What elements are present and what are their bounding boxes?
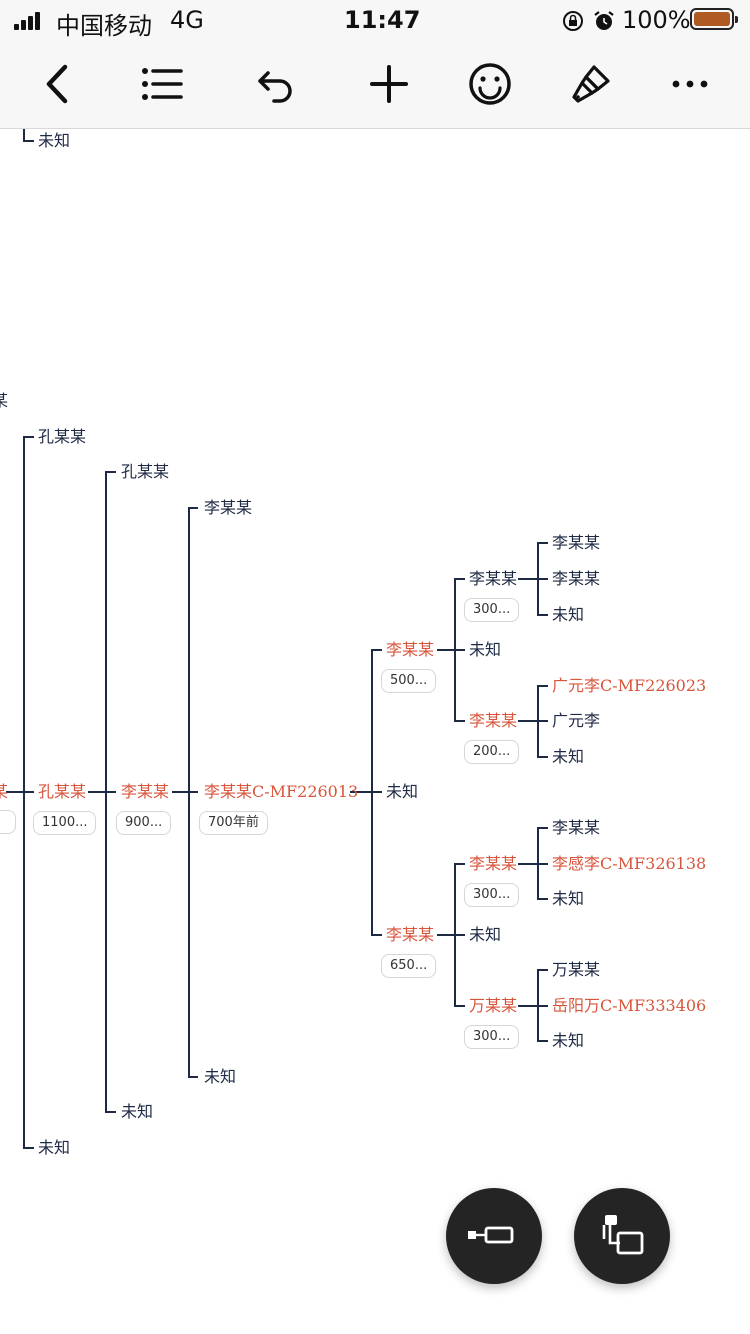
tree-node-partial[interactable]: 某 [0,782,9,801]
tree-node[interactable]: 未知 [121,1102,154,1121]
layout-horizontal-icon [468,1226,514,1244]
tree-node[interactable]: 李某某 [552,569,601,588]
tree-connectors [6,129,548,1149]
age-badge: 650... [381,954,437,978]
tree-node-selected[interactable]: 李感李C-MF326138 [552,854,707,873]
tree-node[interactable]: 未知 [552,1031,585,1050]
tree-node[interactable]: 未知 [552,747,585,766]
age-badge-partial [0,810,16,834]
more-icon [672,80,708,88]
tree-node[interactable]: 李某某 [552,533,601,552]
age-badge: 700年前 [199,811,268,835]
alarm-icon [594,11,614,30]
undo-icon [258,71,292,103]
rotation-lock-icon [563,11,583,31]
layout-horizontal-button[interactable] [446,1188,542,1284]
tree-node-selected[interactable]: 李某某 [386,640,435,659]
tree-node-partial[interactable]: 某 [0,391,9,410]
age-badge: 300... [464,883,520,907]
age-badge: 500... [381,669,437,693]
network-label: 4G [170,6,204,34]
back-icon [46,64,68,104]
paint-brush-icon [572,65,610,103]
tree-node-selected[interactable]: 李某某 [469,854,518,873]
tree-node[interactable]: 未知 [552,605,585,624]
style-button[interactable] [561,54,621,114]
tree-node-selected[interactable]: 李某某C-MF226013 [204,782,359,801]
add-node-button[interactable] [359,54,419,114]
tree-node-selected[interactable]: 万某某 [469,996,518,1015]
tree-node[interactable]: 未知 [386,782,419,801]
tree-node[interactable]: 未知 [38,1138,71,1157]
tree-node-selected[interactable]: 广元李C-MF226023 [552,676,707,695]
tree-node-selected[interactable]: 岳阳万C-MF333406 [552,996,707,1015]
tree-node[interactable]: 未知 [552,889,585,908]
tree-node[interactable]: 未知 [469,640,502,659]
emoji-icon [469,63,511,105]
tree-node-selected[interactable]: 李某某 [469,711,518,730]
outline-button[interactable] [132,54,192,114]
tree-node[interactable]: 万某某 [552,960,601,979]
battery-percent: 100% [622,6,691,34]
tree-node-selected[interactable]: 李某某 [386,925,435,944]
add-icon [370,65,408,103]
signal-icon [14,12,42,30]
status-bar: 中国移动 4G 11:47 100% [0,0,750,40]
clock: 11:47 [344,6,421,34]
layout-vertical-button[interactable] [574,1188,670,1284]
battery-icon [690,8,738,30]
back-button[interactable] [30,54,90,114]
tree-node[interactable]: 广元李 [552,711,601,730]
age-badge: 300... [464,1025,520,1049]
layout-vertical-icon [602,1215,644,1255]
tree-node[interactable]: 李某某 [204,498,253,517]
age-badge: 200... [464,740,520,764]
tree-node[interactable]: 未知 [38,131,71,150]
tree-node[interactable]: 李某某 [469,569,518,588]
tree-node[interactable]: 未知 [204,1067,237,1086]
age-badge: 300... [464,598,520,622]
carrier-label: 中国移动 [56,12,152,40]
tree-node[interactable]: 未知 [469,925,502,944]
list-icon [142,68,183,100]
tree-node-selected[interactable]: 孔某某 [38,782,87,801]
age-badge: 900... [116,811,172,835]
mind-map-canvas[interactable]: 未知 某 某 孔某某 孔某某 1100... 未知 孔某某 李某某 900...… [0,129,750,1334]
tree-node[interactable]: 孔某某 [121,462,170,481]
tree-node-selected[interactable]: 李某某 [121,782,170,801]
emoji-button[interactable] [460,54,520,114]
age-badge: 1100... [33,811,97,835]
more-button[interactable] [660,54,720,114]
undo-button[interactable] [247,54,307,114]
tree-node[interactable]: 孔某某 [38,427,87,446]
toolbar [0,40,750,129]
tree-node[interactable]: 李某某 [552,818,601,837]
